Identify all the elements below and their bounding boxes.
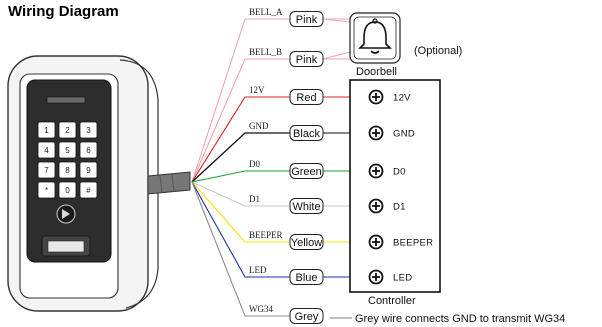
keypad-key-label: 3: [86, 126, 91, 135]
wire-color-tab: Grey: [289, 308, 324, 324]
wire-d0: [191, 170, 290, 183]
doorbell-link-b: [322, 51, 351, 60]
doorbell-optional-note: (Optional): [414, 45, 462, 57]
wire-color-tab: Black: [289, 125, 324, 141]
wire-led: [191, 181, 290, 278]
keypad-key: 4: [37, 141, 56, 159]
keypad-key-label: 1: [44, 126, 49, 135]
wire-color-name: Pink: [296, 14, 318, 26]
terminal-gnd: GND: [368, 125, 415, 141]
doorbell: Doorbell (Optional): [349, 12, 462, 78]
terminal-led: LED: [368, 269, 412, 285]
keypad-key: 7: [37, 161, 56, 179]
keypad-key: *: [37, 181, 56, 199]
wire-color-name: Black: [293, 128, 320, 140]
wire-color-name: Grey: [295, 311, 319, 323]
wire-d1: [191, 181, 290, 207]
wire-color-name: Blue: [295, 272, 317, 284]
terminal-beeper: BEEPER: [368, 234, 433, 250]
bell-icon: [358, 18, 392, 54]
keypad-key-label: 5: [65, 146, 70, 155]
wire-beeper: [191, 181, 290, 243]
wire-color-tab: Red: [289, 89, 324, 105]
wg34-note: Grey wire connects GND to transmit WG34: [355, 313, 565, 325]
keypad-key: 1: [37, 121, 56, 139]
keypad-key-label: #: [86, 186, 91, 195]
keypad-keys: 1 2 3 4 5 6 7 8 9 * 0 #: [37, 121, 98, 199]
keypad-key: 9: [79, 161, 98, 179]
wire-tag: D1: [249, 194, 260, 204]
wire-lines: [191, 18, 351, 317]
wire-bell_b: [191, 58, 290, 183]
doorbell-label: Doorbell: [356, 66, 397, 78]
wire-gnd: [191, 132, 290, 183]
wire-color-name: Green: [291, 166, 322, 178]
wire-color-name: Red: [296, 92, 316, 104]
wire-color-name: Pink: [296, 54, 318, 66]
cable-bundle: [147, 171, 191, 195]
wire-color-tab: Yellow: [289, 234, 324, 250]
wire-wg34: [191, 181, 290, 317]
wire-12v: [191, 96, 290, 183]
keypad-key: 8: [58, 161, 77, 179]
terminal-12v: 12V: [368, 89, 411, 105]
keypad-key: 5: [58, 141, 77, 159]
wire-tag: BELL_A: [249, 7, 283, 17]
keypad-key-label: *: [45, 186, 48, 195]
wire-tag: D0: [249, 159, 260, 169]
wire-color-tab: Green: [289, 163, 324, 179]
status-led-window: [46, 96, 86, 104]
terminal-label: D1: [393, 202, 406, 213]
wire-tag: BEEPER: [249, 230, 283, 240]
wire-tag: BELL_B: [249, 47, 282, 57]
keypad-key-label: 7: [44, 166, 49, 175]
card-reader-icon: [56, 204, 76, 224]
doorbell-link-a: [322, 18, 351, 23]
keypad-key: #: [79, 181, 98, 199]
wire-color-tab: Pink: [289, 11, 324, 27]
wire-tag: WG34: [249, 304, 273, 314]
wire-tag: 12V: [249, 85, 265, 95]
keypad-key-label: 2: [65, 126, 70, 135]
diagram-title: Wiring Diagram: [8, 3, 119, 20]
terminal-label: BEEPER: [393, 238, 433, 249]
keypad-key-label: 0: [65, 186, 70, 195]
controller-label: Controller: [368, 295, 416, 307]
wire-color-name: Yellow: [291, 237, 322, 249]
keypad-key-label: 9: [86, 166, 91, 175]
wire-bell_a: [191, 18, 290, 183]
wire-color-tab: White: [289, 198, 324, 214]
terminal-label: LED: [393, 273, 412, 284]
wire-color-tab: Pink: [289, 51, 324, 67]
wire-tag: GND: [249, 121, 269, 131]
terminal-label: D0: [393, 167, 406, 178]
keypad-key-label: 6: [86, 146, 91, 155]
keypad-key: 3: [79, 121, 98, 139]
terminal-d0: D0: [368, 163, 406, 179]
keypad-key-label: 8: [65, 166, 70, 175]
terminal-label: 12V: [393, 93, 411, 104]
keypad-key: 6: [79, 141, 98, 159]
wire-color-name: White: [292, 201, 320, 213]
keypad-device: 1 2 3 4 5 6 7 8 9 * 0 #: [7, 55, 159, 312]
wire-tag: LED: [249, 265, 267, 275]
terminal-label: GND: [393, 129, 415, 140]
terminal-d1: D1: [368, 198, 406, 214]
wire-color-tab: Blue: [289, 269, 324, 285]
keypad-key: 2: [58, 121, 77, 139]
keypad-key-label: 4: [44, 146, 49, 155]
keypad-key: 0: [58, 181, 77, 199]
